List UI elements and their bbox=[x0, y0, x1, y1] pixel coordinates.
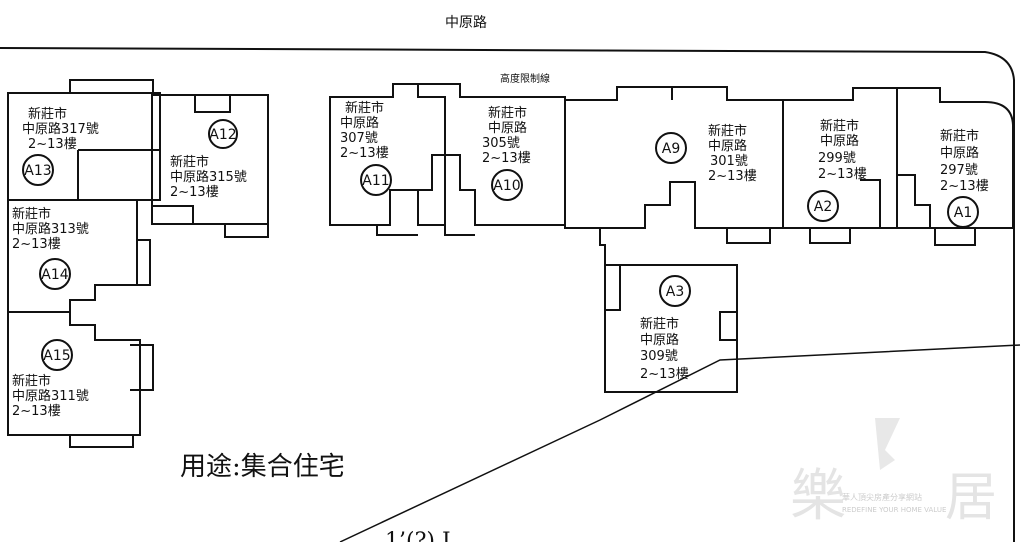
svg-text:新莊市: 新莊市 bbox=[488, 105, 527, 121]
svg-text:2~13樓: 2~13樓 bbox=[708, 169, 757, 184]
svg-text:A1: A1 bbox=[954, 205, 972, 221]
svg-text:華人頂尖房產分享網站: 華人頂尖房產分享網站 bbox=[842, 492, 922, 502]
svg-text:305號: 305號 bbox=[482, 136, 520, 151]
svg-text:中原路: 中原路 bbox=[488, 120, 527, 136]
building-a10: A10 新莊市 中原路 305號 2~13樓 bbox=[418, 83, 566, 236]
svg-text:新莊市: 新莊市 bbox=[345, 100, 384, 116]
svg-text:A11: A11 bbox=[362, 173, 389, 189]
svg-text:2~13樓: 2~13樓 bbox=[28, 137, 77, 152]
svg-text:中原路: 中原路 bbox=[640, 332, 679, 348]
svg-text:307號: 307號 bbox=[340, 131, 378, 146]
road-label: 中原路 bbox=[445, 15, 487, 31]
svg-text:新莊市: 新莊市 bbox=[708, 123, 747, 139]
svg-text:A15: A15 bbox=[43, 348, 70, 364]
building-a1: A1 新莊市 中原路 297號 2~13樓 bbox=[897, 87, 1014, 246]
road-boundary-line bbox=[0, 47, 1015, 542]
svg-text:2~13樓: 2~13樓 bbox=[170, 185, 219, 200]
svg-text:中原路: 中原路 bbox=[340, 115, 379, 131]
svg-text:A13: A13 bbox=[24, 163, 51, 179]
svg-text:居: 居 bbox=[945, 468, 997, 528]
svg-text:中原路: 中原路 bbox=[820, 133, 859, 149]
svg-text:309號: 309號 bbox=[640, 349, 678, 364]
svg-text:樂: 樂 bbox=[790, 464, 846, 529]
svg-text:新莊市: 新莊市 bbox=[12, 373, 51, 389]
svg-text:A10: A10 bbox=[493, 178, 520, 194]
svg-text:A3: A3 bbox=[666, 284, 684, 300]
building-a12: A12 新莊市 中原路315號 2~13樓 bbox=[151, 94, 269, 238]
property-line bbox=[339, 344, 1021, 542]
svg-text:2~13樓: 2~13樓 bbox=[340, 146, 389, 161]
watermark-logo: 樂 居 華人頂尖房產分享網站 REDEFINE YOUR HOME VALUE bbox=[790, 418, 997, 529]
svg-text:2~13樓: 2~13樓 bbox=[12, 237, 61, 252]
svg-text:中原路: 中原路 bbox=[940, 145, 979, 161]
svg-text:新莊市: 新莊市 bbox=[12, 206, 51, 222]
svg-text:301號: 301號 bbox=[710, 154, 748, 169]
svg-text:中原路: 中原路 bbox=[708, 138, 747, 154]
building-a11: A11 新莊市 中原路 307號 2~13樓 bbox=[329, 83, 446, 236]
svg-text:2~13樓: 2~13樓 bbox=[12, 404, 61, 419]
building-a13: A13 新莊市 中原路317號 2~13樓 bbox=[7, 79, 161, 201]
svg-text:299號: 299號 bbox=[818, 151, 856, 166]
building-a2: A2 新莊市 中原路 299號 2~13樓 bbox=[783, 87, 898, 244]
bottom-partial-text: 1’(?) L bbox=[385, 529, 457, 542]
svg-text:A14: A14 bbox=[41, 267, 68, 283]
svg-text:新莊市: 新莊市 bbox=[640, 316, 679, 332]
building-a3: A3 新莊市 中原路 309號 2~13樓 bbox=[604, 264, 738, 393]
svg-text:A9: A9 bbox=[662, 141, 680, 157]
svg-text:中原路315號: 中原路315號 bbox=[170, 169, 247, 185]
svg-text:2~13樓: 2~13樓 bbox=[640, 367, 689, 382]
svg-text:297號: 297號 bbox=[940, 163, 978, 178]
svg-text:中原路313號: 中原路313號 bbox=[12, 221, 89, 237]
svg-text:新莊市: 新莊市 bbox=[940, 128, 979, 144]
building-a9: A9 新莊市 中原路 301號 2~13樓 bbox=[564, 86, 784, 265]
svg-text:2~13樓: 2~13樓 bbox=[818, 167, 867, 182]
svg-text:新莊市: 新莊市 bbox=[820, 118, 859, 134]
height-limit-label: 高度限制線 bbox=[500, 72, 550, 85]
svg-text:2~13樓: 2~13樓 bbox=[482, 151, 531, 166]
svg-text:新莊市: 新莊市 bbox=[170, 154, 209, 170]
svg-text:A2: A2 bbox=[814, 199, 832, 215]
svg-text:2~13樓: 2~13樓 bbox=[940, 179, 989, 194]
building-a15: A15 新莊市 中原路311號 2~13樓 bbox=[7, 311, 154, 448]
usage-note: 用途:集合住宅 bbox=[180, 452, 345, 482]
svg-text:中原路311號: 中原路311號 bbox=[12, 388, 89, 404]
building-a14: A14 新莊市 中原路313號 2~13樓 bbox=[7, 199, 151, 313]
svg-text:A12: A12 bbox=[209, 127, 236, 143]
svg-text:REDEFINE YOUR HOME VALUE: REDEFINE YOUR HOME VALUE bbox=[842, 506, 946, 514]
house-logo-icon bbox=[875, 418, 900, 470]
svg-text:中原路317號: 中原路317號 bbox=[22, 121, 99, 137]
svg-text:新莊市: 新莊市 bbox=[28, 106, 67, 122]
